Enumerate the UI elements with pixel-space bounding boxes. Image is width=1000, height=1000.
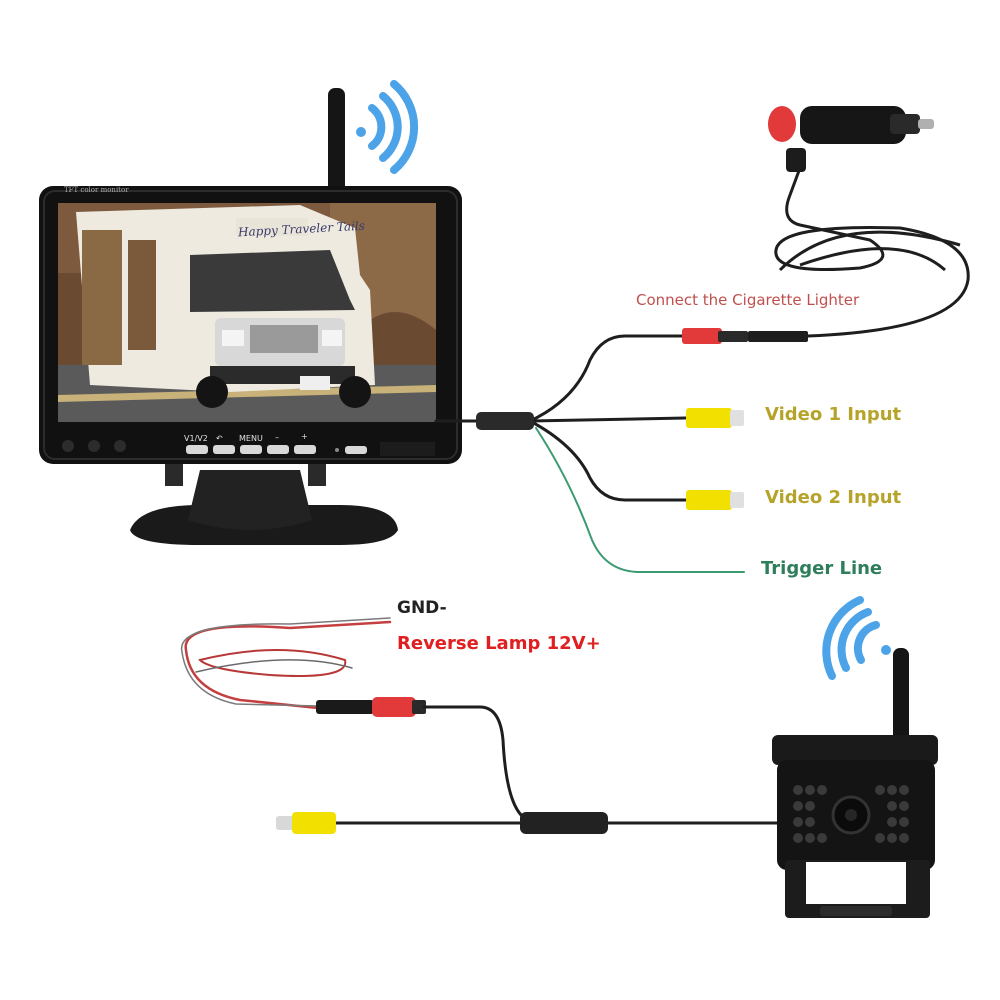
monitor-button-v1v2[interactable]: [186, 445, 208, 454]
wifi-signal-icon: [822, 596, 891, 680]
monitor-button-minus[interactable]: [267, 445, 289, 454]
monitor-antenna: [328, 88, 345, 198]
label-cigarette-lighter: Connect the Cigarette Lighter: [636, 291, 860, 309]
rca-connector-video2: [686, 490, 744, 510]
camera-harness: [332, 705, 782, 825]
monitor-button-menu[interactable]: [240, 445, 262, 454]
wifi-signal-icon: [356, 80, 419, 174]
rca-connector-video1: [686, 408, 744, 428]
button-label-plus: +: [301, 432, 308, 441]
backup-camera: [772, 648, 938, 918]
monitor-stand: [130, 462, 398, 545]
return-icon: ↶: [216, 434, 223, 443]
reverse-plug: [316, 697, 426, 717]
harness-splitter: [476, 412, 534, 430]
monitor-indicator-dot: [114, 440, 126, 452]
cigarette-plug: [682, 328, 808, 344]
label-reverse-lamp: Reverse Lamp 12V+: [397, 633, 601, 654]
monitor-button-return[interactable]: [213, 445, 235, 454]
monitor: [39, 186, 462, 464]
monitor-indicator-dot: [62, 440, 74, 452]
button-label-menu: MENU: [239, 434, 263, 443]
monitor-screen: [58, 203, 436, 422]
label-video2-input: Video 2 Input: [765, 487, 902, 508]
button-label-v1v2: V1/V2: [184, 434, 208, 443]
camera-ir-leds: [793, 785, 909, 843]
monitor-harness: [434, 334, 745, 573]
trigger-wire: [535, 427, 745, 573]
monitor-indicator-dot: [88, 440, 100, 452]
reverse-lamp-wires: [180, 617, 392, 710]
camera-splitter: [520, 812, 608, 834]
label-gnd: GND-: [397, 598, 447, 618]
monitor-button-power[interactable]: [345, 446, 367, 454]
monitor-caption: TFT color monitor: [64, 186, 129, 194]
cigarette-lighter-plug: [768, 106, 970, 338]
monitor-button-plus[interactable]: [294, 445, 316, 454]
label-video1-input: Video 1 Input: [765, 404, 902, 425]
button-label-minus: –: [275, 433, 279, 442]
label-trigger-line: Trigger Line: [761, 558, 883, 579]
rca-connector-camera: [276, 812, 336, 834]
